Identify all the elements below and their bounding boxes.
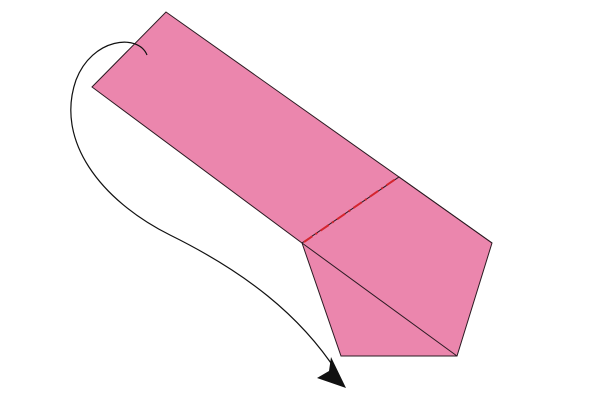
fold-line — [303, 177, 398, 243]
fold-arrow-path — [70, 41, 338, 373]
layer-edge — [398, 176, 493, 244]
crease-line — [301, 242, 458, 357]
arrowhead-icon — [317, 357, 346, 388]
